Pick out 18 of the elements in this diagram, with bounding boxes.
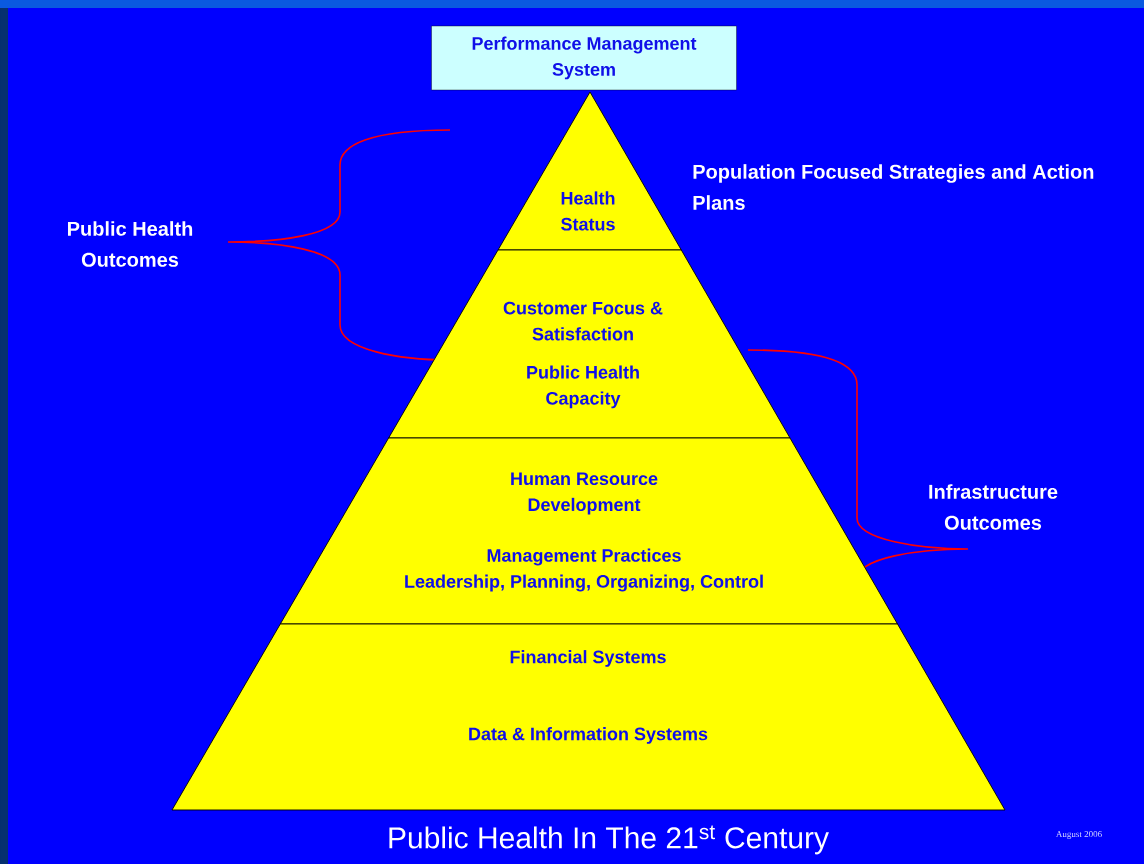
tier-text: Public Health Capacity [527,365,639,409]
pyramid-tier [497,91,682,251]
tier-text: Data & Information Systems [469,727,708,744]
date-text: August 2006 [1055,831,1102,839]
tier-text: Management Practices [487,548,681,566]
label-text: Population Focused Strategies and Action Plans [693,164,1094,210]
pyramid-tier [171,623,1006,811]
tier-text: Health Status [561,191,615,231]
tier-text: Financial Systems [510,650,666,667]
label-text: Public Health Outcomes [68,221,193,267]
tier-text: Performance Management System [472,36,697,80]
title-box [431,25,737,91]
tier-text: Human Resource Development [511,472,658,515]
slide-title: Public Health In The 21$^{st}$ Century [389,825,829,855]
label-text: Infrastructure Outcomes [929,484,1058,530]
pyramid-tier [279,437,898,625]
tier-text: Leadership, Planning, Organizing, Control [405,574,763,592]
tier-text: Customer Focus & Satisfaction [503,301,663,341]
